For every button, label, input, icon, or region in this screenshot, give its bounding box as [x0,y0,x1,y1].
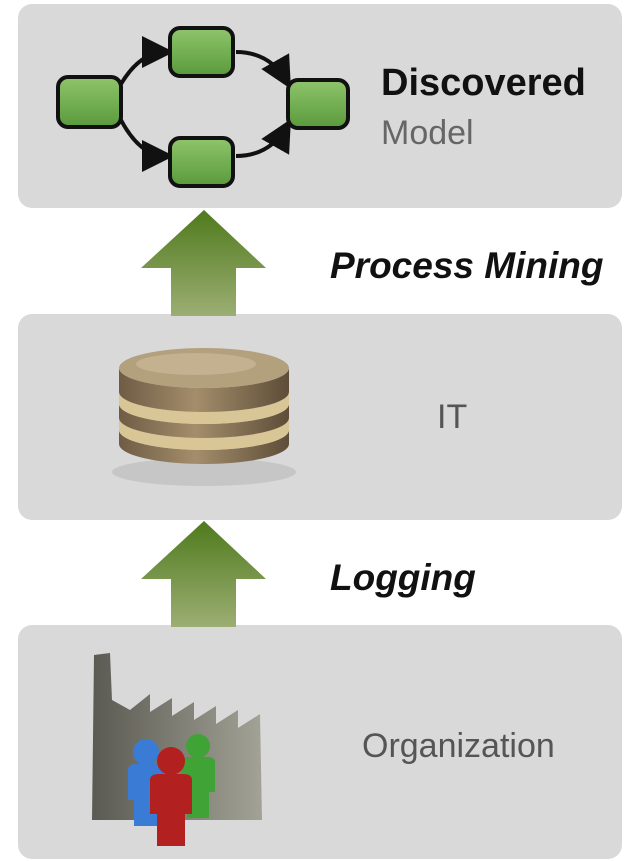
organization-label: Organization [362,727,555,765]
process-mining-label: Process Mining [330,245,604,286]
database-icon [112,348,296,486]
model-node-bottom [168,136,235,188]
process-mining-arrow [141,210,266,316]
it-panel [18,314,622,520]
process-model-graph [56,26,350,188]
logging-label: Logging [330,557,476,598]
model-node-end [286,78,350,130]
discovered-label: Discovered [381,62,586,104]
logging-arrow [141,521,266,627]
people-icon [128,734,215,846]
model-node-top [168,26,235,78]
model-node-start [56,75,123,129]
it-label: IT [437,398,468,436]
model-label: Model [381,114,474,152]
